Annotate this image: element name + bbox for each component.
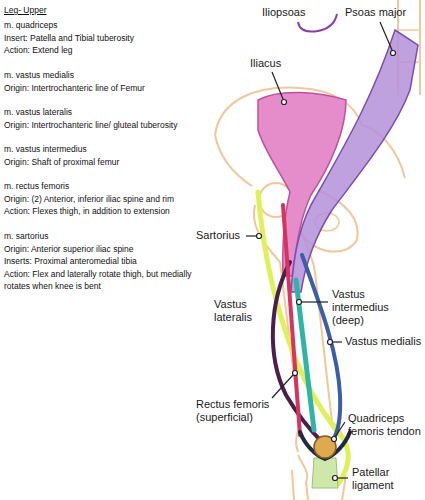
muscle-label: Iliacus: [250, 57, 281, 70]
muscle-label: Vastus lateralis: [214, 298, 264, 324]
muscle-label: Sartorius: [196, 229, 240, 242]
leader-line: [332, 341, 342, 342]
patellar-ligament: [312, 458, 338, 488]
leader-dot: [391, 51, 396, 56]
page-title: Leg- Upper: [4, 4, 47, 17]
tibia-outline: [298, 455, 308, 500]
psoas-major-muscle: [291, 30, 418, 292]
note-text: Origin: (2) Anterior, inferior iliac spi…: [4, 193, 174, 206]
note-text: Insert: Patella and Tibial tuberosity: [4, 32, 134, 45]
note-heading: m. rectus femoris: [4, 180, 69, 193]
leader-line: [335, 422, 345, 437]
leader-dot: [297, 300, 302, 305]
quadriceps-tendon: [300, 432, 350, 459]
note-text: Origin: Intertrochanteric line/ gluteal …: [4, 119, 177, 132]
ligament-label: Patellar ligament: [352, 466, 416, 492]
leader-dot: [293, 371, 298, 376]
note-heading: m. quadriceps: [4, 19, 57, 32]
leader-line: [301, 301, 328, 302]
note-text: Action: Extend leg: [4, 44, 73, 57]
ilium-outline: [215, 135, 252, 186]
note-heading: m. vastus intermedius: [4, 143, 87, 156]
vastus-medialis-muscle: [302, 255, 340, 440]
leader-line: [246, 235, 256, 236]
leader-line: [272, 375, 293, 398]
muscle-label: Vastus medialis: [345, 335, 421, 348]
leader-dot: [332, 437, 337, 442]
note-text: Origin: Intertrochanteric line of Femur: [4, 82, 145, 95]
muscle-label: Psoas major: [345, 6, 406, 19]
note-heading: m. sartorius: [4, 230, 48, 243]
muscle-label: Rectus femoris (superficial): [196, 398, 282, 424]
muscle-label: Iliopsoas: [262, 6, 305, 19]
rectus-femoris-muscle: [283, 205, 300, 435]
leader-line: [380, 22, 392, 50]
tendon-label: Quadriceps femoris tendon: [348, 412, 422, 438]
note-heading: m. vastus lateralis: [4, 106, 72, 119]
note-text: Action: Flex and laterally rotate thigh,…: [4, 268, 196, 293]
leader-line: [338, 477, 348, 478]
note-heading: m. vastus medialis: [4, 69, 74, 82]
note-text: Origin: Shaft of proximal femur: [4, 156, 119, 169]
note-text: Origin: Anterior superior iliac spine: [4, 243, 133, 256]
leader-dot: [328, 340, 333, 345]
leader-dot: [282, 100, 287, 105]
leader-line: [272, 72, 283, 99]
leader-dot: [333, 476, 338, 481]
note-text: Action: Flexes thigh, in addition to ext…: [4, 205, 170, 218]
note-text: Inserts: Proximal anteromedial tibia: [4, 255, 137, 268]
fibula-outline: [292, 470, 294, 500]
leader-dot: [257, 234, 262, 239]
patella: [314, 436, 336, 458]
muscle-label: Vastus intermedius (deep): [332, 288, 422, 327]
